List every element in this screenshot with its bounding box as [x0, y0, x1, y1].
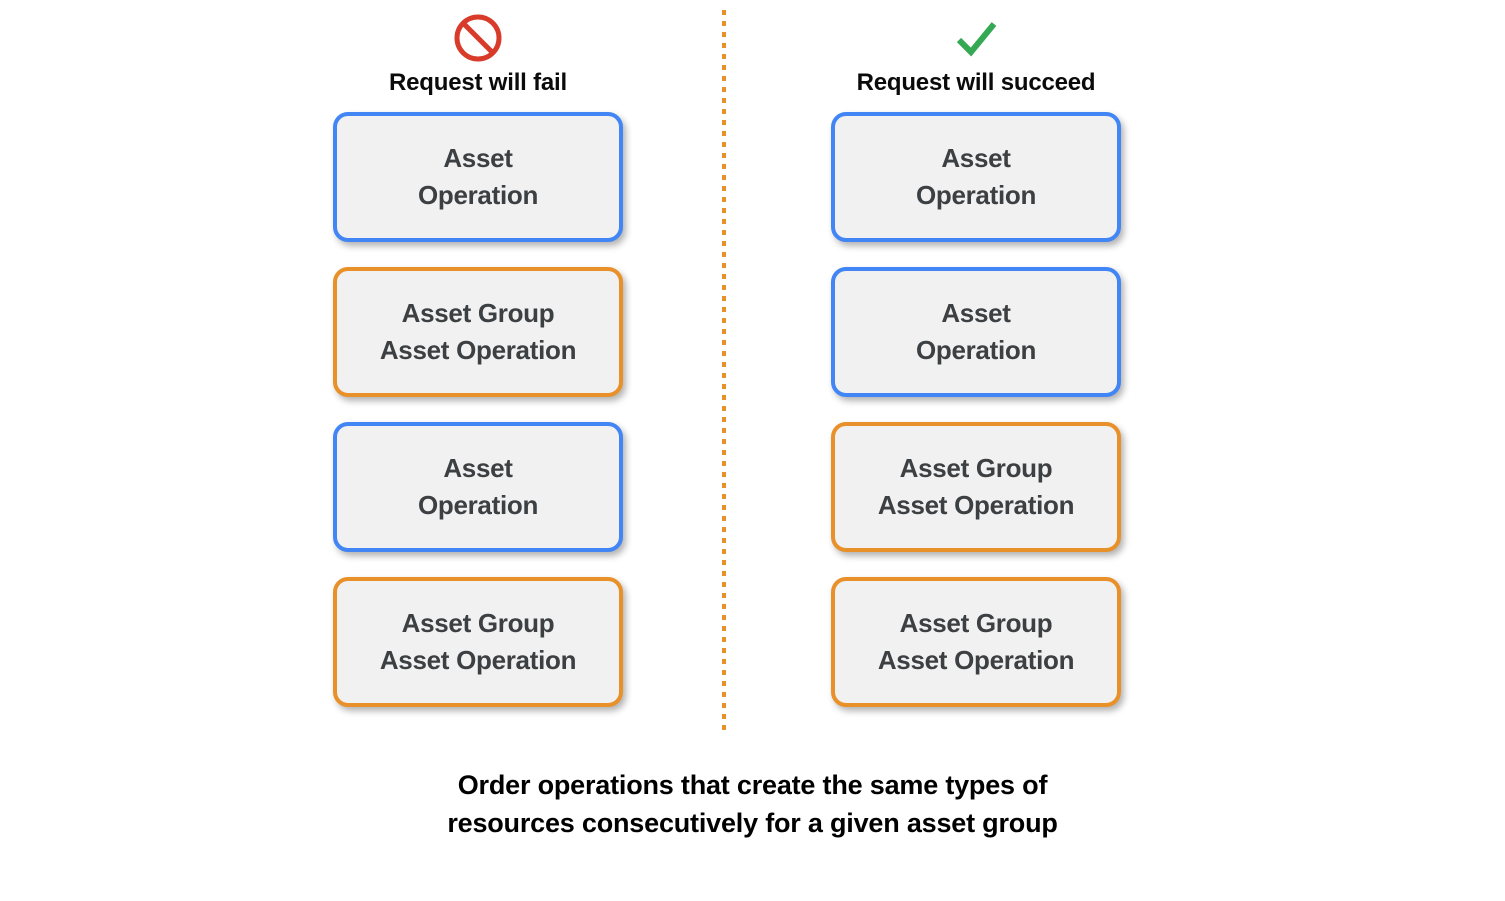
operation-box-label: Asset Operation: [417, 143, 539, 210]
operation-box[interactable]: Asset Operation: [333, 422, 623, 552]
operation-box[interactable]: Asset Operation: [333, 112, 623, 242]
prohibition-icon: [454, 14, 502, 62]
column-header-succeed: Request will succeed: [786, 12, 1166, 98]
operation-box[interactable]: Asset Operation: [831, 112, 1121, 242]
operation-box-label: Asset Group Asset Operation: [877, 453, 1075, 520]
operation-box-label: Asset Operation: [915, 298, 1037, 365]
operation-box-label: Asset Operation: [915, 143, 1037, 210]
operation-box[interactable]: Asset Group Asset Operation: [333, 267, 623, 397]
checkmark-icon: [956, 22, 997, 57]
vertical-dotted-divider: [722, 10, 726, 736]
operation-box-label: Asset Group Asset Operation: [877, 608, 1075, 675]
column-title-succeed: Request will succeed: [856, 69, 1096, 96]
operation-box[interactable]: Asset Operation: [831, 267, 1121, 397]
operation-box-label: Asset Group Asset Operation: [379, 608, 577, 675]
column-header-fail: Request will fail: [288, 12, 668, 98]
operation-box[interactable]: Asset Group Asset Operation: [831, 577, 1121, 707]
operation-list-fail: Asset Operation Asset Group Asset Operat…: [333, 112, 623, 732]
column-title-fail: Request will fail: [389, 69, 567, 96]
operation-box[interactable]: Asset Group Asset Operation: [831, 422, 1121, 552]
operation-box-label: Asset Operation: [417, 453, 539, 520]
operation-box[interactable]: Asset Group Asset Operation: [333, 577, 623, 707]
operation-box-label: Asset Group Asset Operation: [379, 298, 577, 365]
operation-list-succeed: Asset Operation Asset Operation Asset Gr…: [831, 112, 1121, 732]
diagram-caption: Order operations that create the same ty…: [447, 770, 1058, 838]
